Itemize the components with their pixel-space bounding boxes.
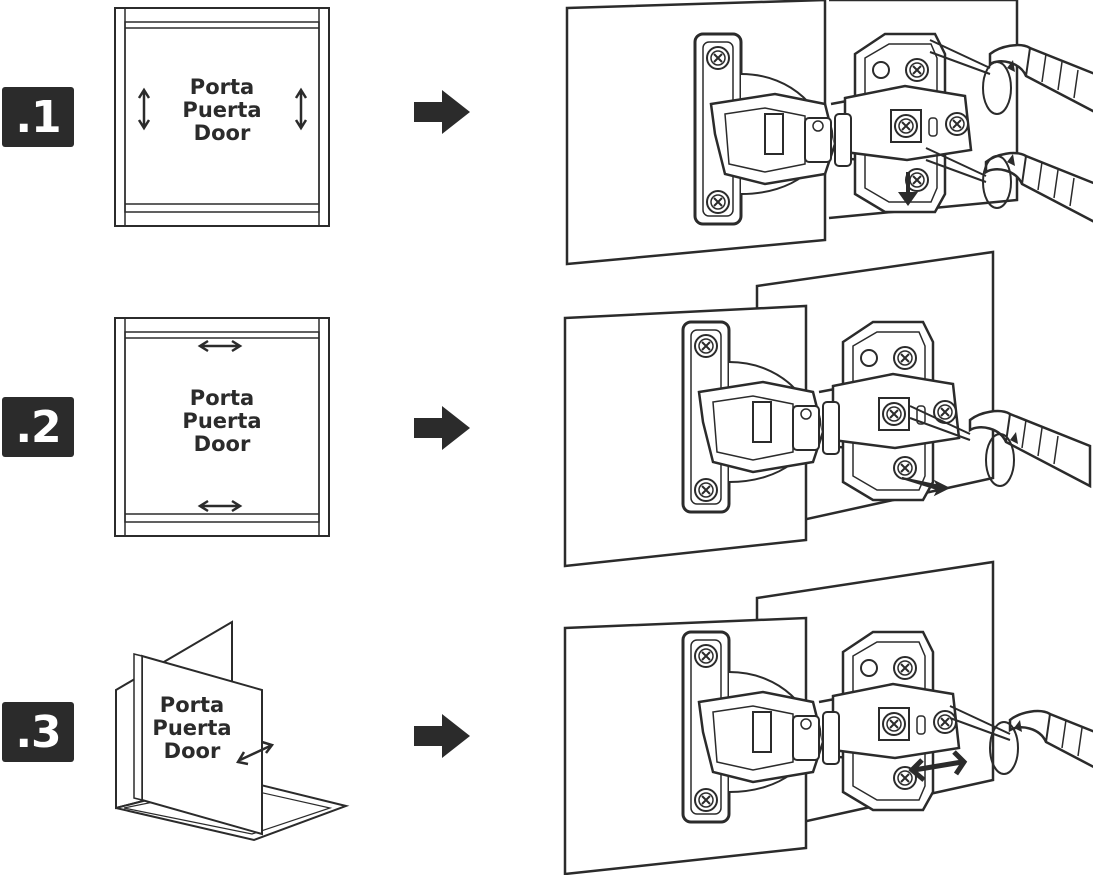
step-badge-2: .2 — [2, 397, 74, 457]
hinge-illustration-step-3 — [563, 560, 1093, 875]
door-label-door: Door — [163, 739, 221, 763]
door-label-puerta: Puerta — [152, 716, 232, 740]
door-label-porta: Porta — [159, 693, 225, 717]
door-label-porta: Porta — [189, 386, 255, 410]
arrow-right-icon — [414, 406, 470, 450]
door-label-step-1: Porta Puerta Door — [162, 76, 282, 145]
hinge-illustration-step-1 — [565, 0, 1093, 266]
arrow-right-icon — [414, 90, 470, 134]
door-label-puerta: Puerta — [182, 409, 262, 433]
door-label-door: Door — [193, 121, 251, 145]
door-label-step-3: Porta Puerta Door — [142, 694, 242, 763]
step-badge-3: .3 — [2, 702, 74, 762]
hinge-illustration-step-2 — [563, 250, 1092, 568]
door-perspective-step-3 — [115, 620, 350, 842]
door-front-step-1 — [114, 7, 330, 227]
arrow-right-icon — [414, 714, 470, 758]
step-badge-1: .1 — [2, 87, 74, 147]
door-front-step-2 — [114, 317, 330, 537]
door-label-step-2: Porta Puerta Door — [162, 387, 282, 456]
door-label-porta: Porta — [189, 75, 255, 99]
door-label-puerta: Puerta — [182, 98, 262, 122]
door-label-door: Door — [193, 432, 251, 456]
